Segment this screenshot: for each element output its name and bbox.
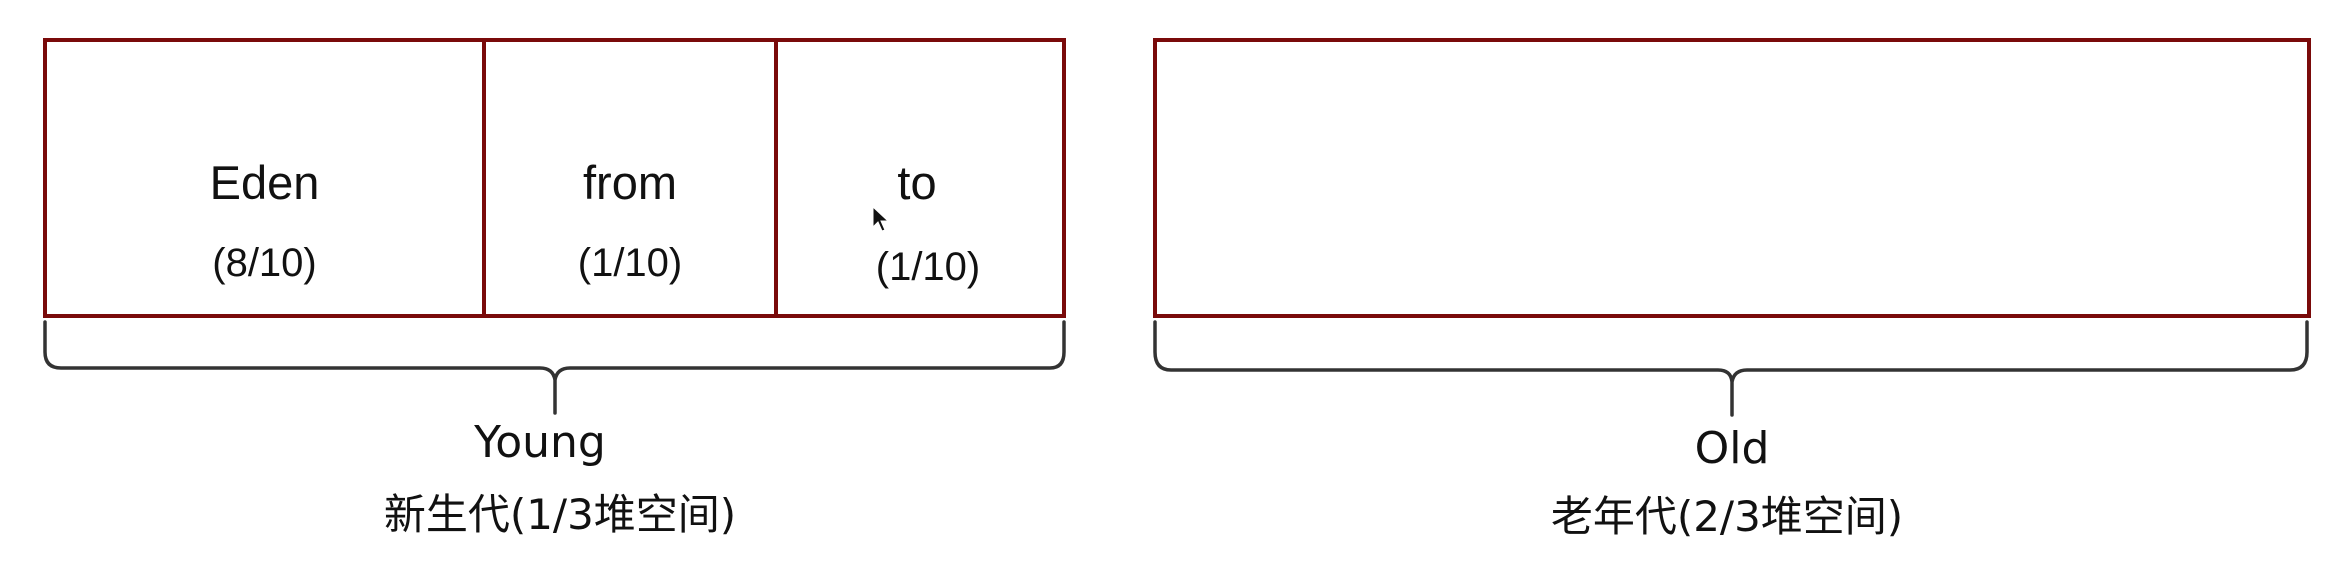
young-description: 新生代(1/3堆空间) [383, 490, 737, 539]
eden-label: Eden [209, 156, 320, 209]
young-generation-box: Eden (8/10) from (1/10) to (1/10) [43, 38, 1066, 318]
to-survivor-cell: to (1/10) [774, 42, 1062, 314]
old-label: Old [1694, 423, 1770, 474]
to-label: to [897, 156, 937, 209]
from-survivor-cell: from (1/10) [482, 42, 774, 314]
old-description: 老年代(2/3堆空间) [1550, 492, 1904, 541]
mouse-pointer-icon [872, 206, 890, 232]
young-label: Young [474, 417, 606, 468]
eden-cell: Eden (8/10) [47, 42, 482, 314]
from-label: from [583, 156, 677, 209]
to-ratio: (1/10) [875, 245, 981, 289]
old-generation-box [1153, 38, 2311, 318]
eden-ratio: (8/10) [212, 241, 317, 285]
from-ratio: (1/10) [577, 241, 683, 285]
